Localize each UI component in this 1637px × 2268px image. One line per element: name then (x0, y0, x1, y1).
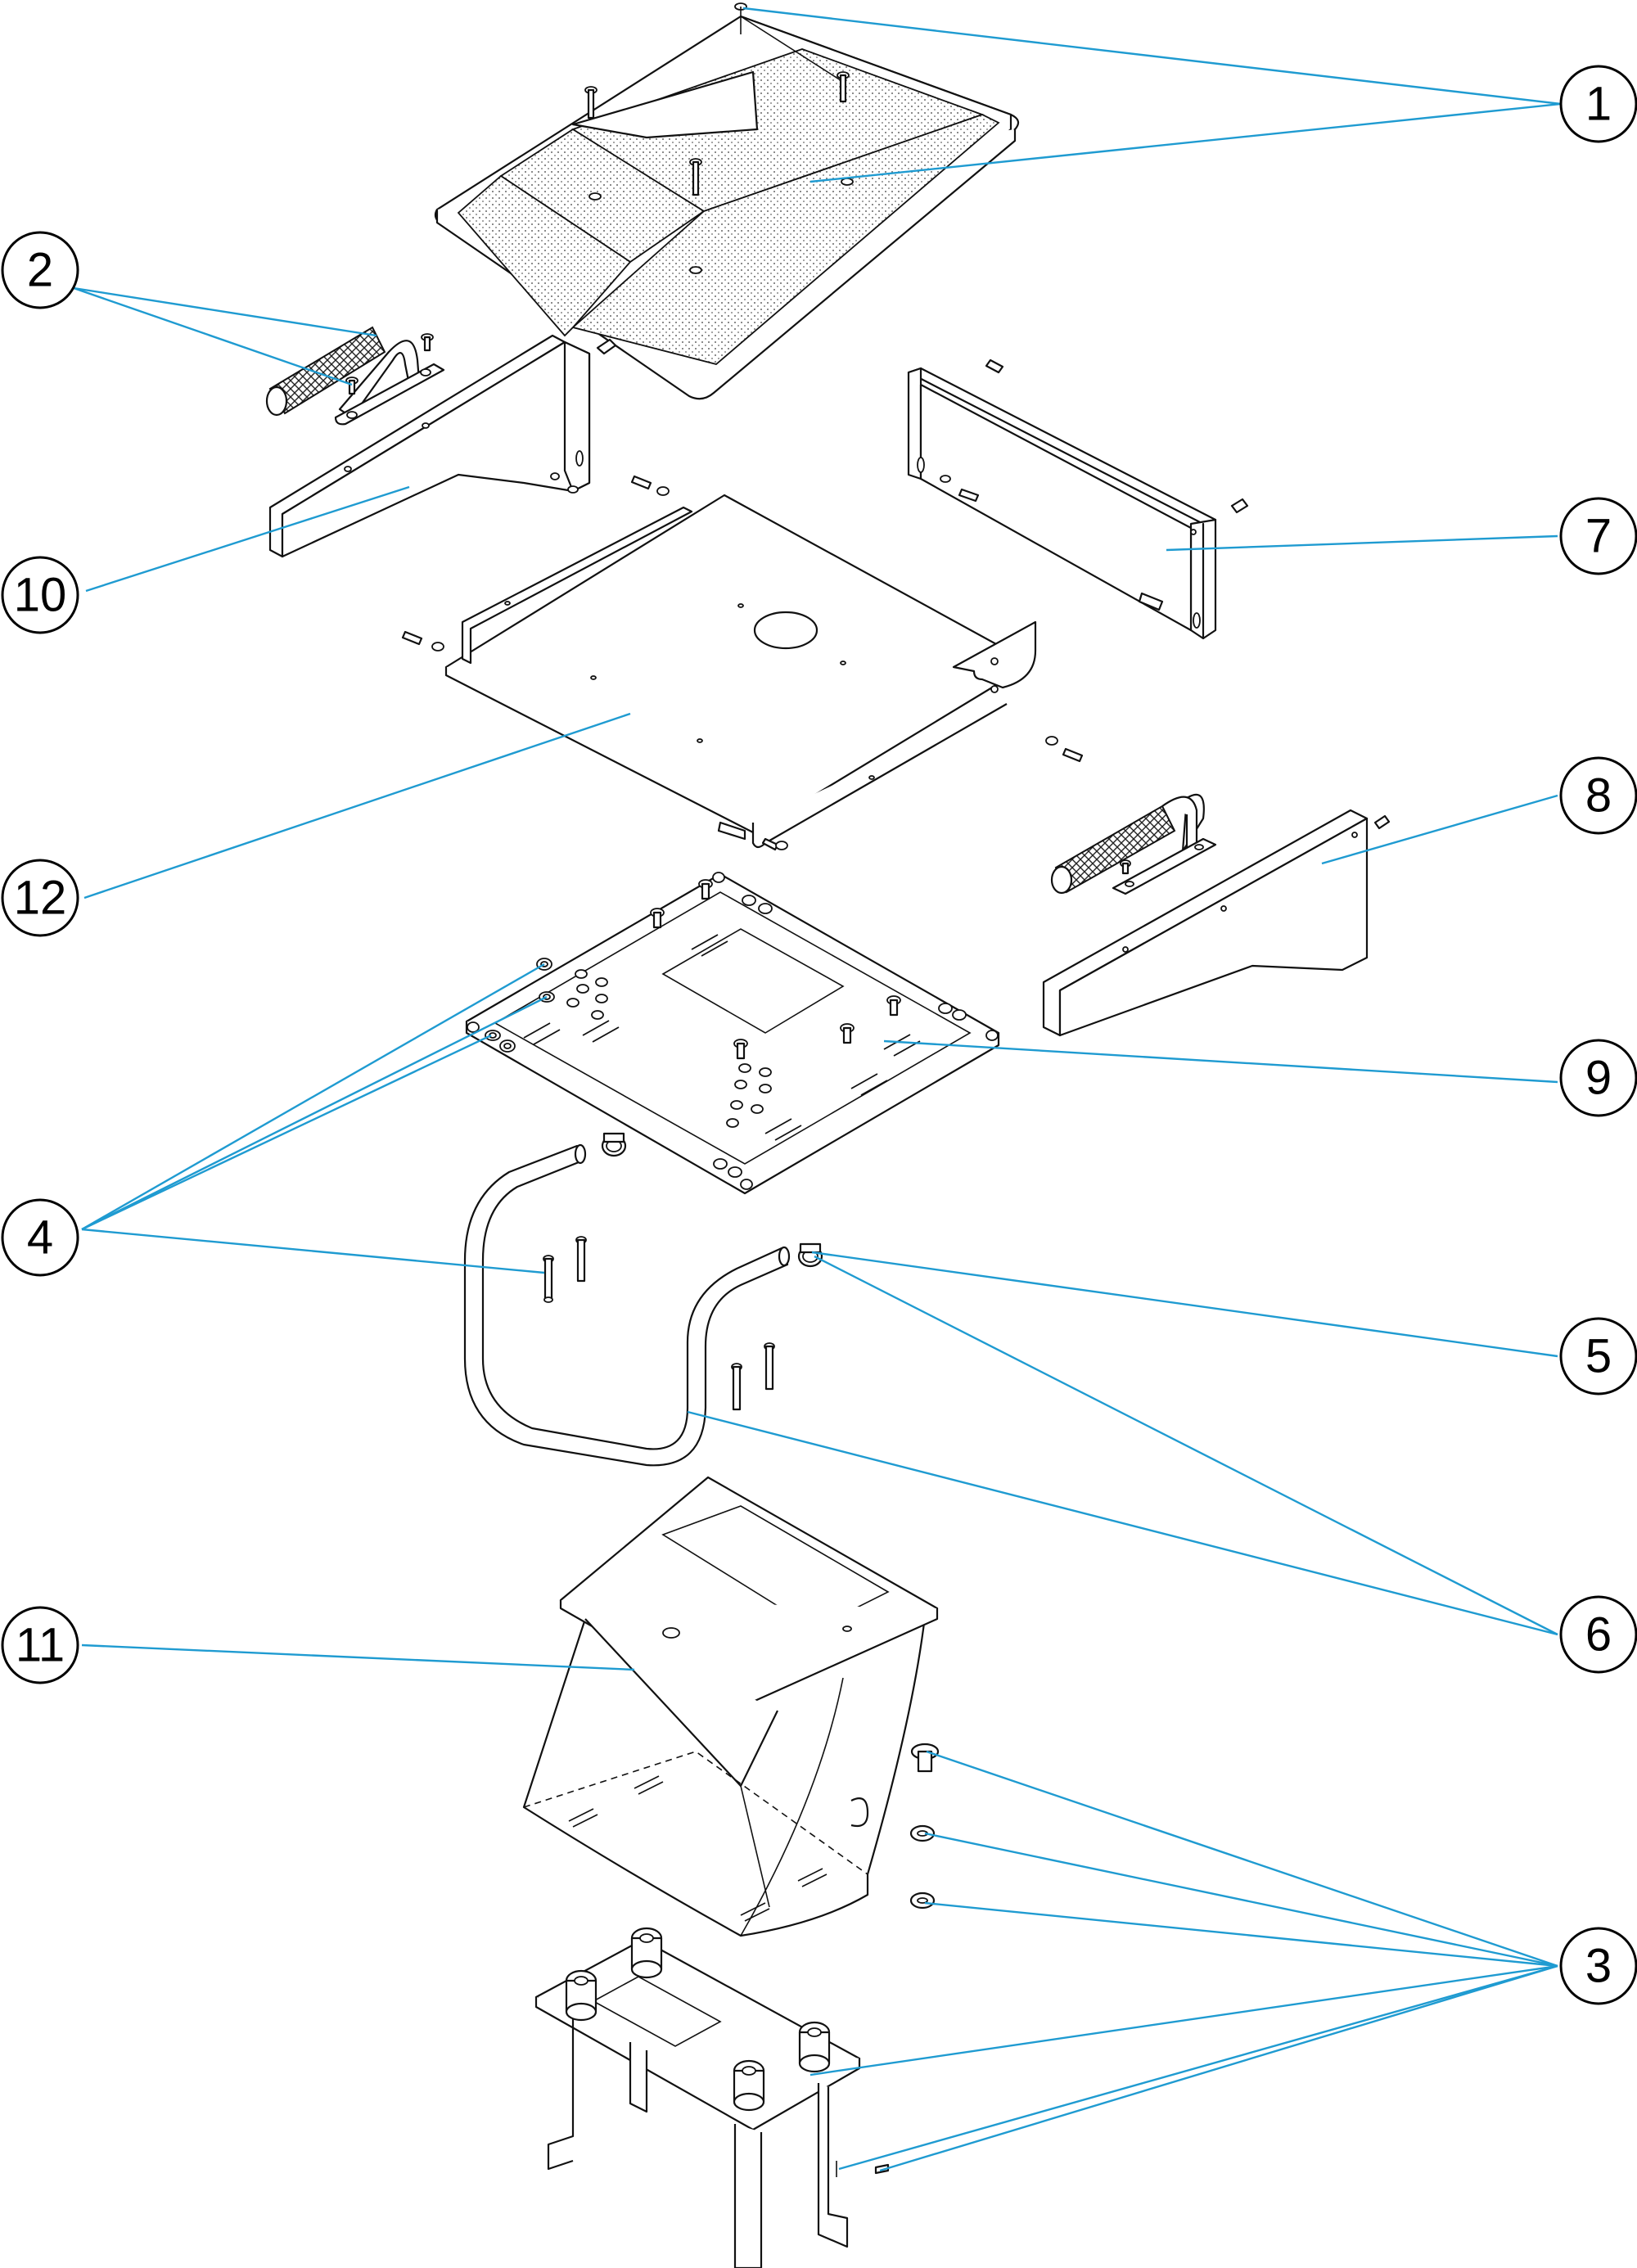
part-4-bolts (543, 1236, 775, 1411)
spacer-icon (565, 1969, 598, 2022)
bolt-icon (630, 475, 670, 496)
nut-icon (938, 1003, 967, 1021)
bolt-icon (650, 908, 665, 929)
callout-6-label: 6 (1585, 1608, 1612, 1662)
callout-8-label: 8 (1585, 769, 1612, 823)
bolt-icon (910, 1743, 940, 1773)
nut-icon (499, 1039, 516, 1053)
part-9-mounting-frame (465, 872, 1000, 1195)
callout-4-label: 4 (27, 1211, 53, 1265)
callout-1: 1 (1559, 65, 1637, 143)
bolt-icon (731, 1363, 742, 1411)
screw-icon (837, 71, 850, 103)
part-8-step-arm (1042, 793, 1391, 1037)
callout-12-label: 12 (14, 872, 67, 925)
callout-11-label: 11 (16, 1619, 65, 1672)
screw-icon (1120, 859, 1131, 875)
callout-6: 6 (1559, 1595, 1637, 1674)
part-3-stand (534, 1743, 940, 2268)
leader-lines (73, 7, 1562, 2172)
screw-icon (584, 86, 598, 119)
bolt-icon (940, 475, 980, 503)
callout-5-label: 5 (1585, 1330, 1612, 1383)
part-7-right-bracket (907, 358, 1249, 640)
bolt-icon (1045, 736, 1084, 763)
callout-2: 2 (1, 231, 79, 309)
screw-icon (689, 158, 702, 196)
callout-7-label: 7 (1585, 510, 1612, 563)
callout-2-label: 2 (27, 244, 53, 297)
part-2-handle (265, 326, 445, 426)
spacer-icon (798, 2021, 831, 2073)
bolt-icon (575, 1236, 587, 1283)
callout-10: 10 (1, 556, 79, 634)
bolt-icon (886, 995, 901, 1017)
part-6-u-tube (463, 1143, 791, 1467)
callout-1-label: 1 (1585, 78, 1612, 131)
callout-3-label: 3 (1585, 1940, 1612, 1993)
callout-12: 12 (1, 859, 79, 937)
callout-5: 5 (1559, 1317, 1637, 1396)
spacer-icon (733, 2059, 765, 2112)
callout-9-label: 9 (1585, 1052, 1612, 1105)
washer-icon (485, 1030, 501, 1041)
callout-3: 3 (1559, 1927, 1637, 2005)
callout-10-label: 10 (14, 569, 67, 622)
part-5-tube-cap (797, 1242, 823, 1268)
callout-11: 11 (1, 1606, 79, 1684)
washer-icon (909, 1824, 936, 1842)
washer-icon (566, 969, 608, 1020)
screw-icon (1373, 814, 1391, 830)
callout-8: 8 (1559, 756, 1637, 835)
screw-icon (1230, 498, 1249, 514)
screw-icon (985, 358, 1004, 374)
callout-7: 7 (1559, 497, 1637, 575)
nut-icon (713, 1158, 742, 1178)
bolt-icon (733, 1039, 748, 1060)
washer-icon (726, 1063, 772, 1128)
bolt-icon (1138, 592, 1164, 611)
bolt-icon (401, 630, 444, 652)
bolt-icon (764, 1342, 775, 1391)
washer-icon (909, 1892, 936, 1910)
callout-4: 4 (1, 1198, 79, 1277)
spacer-icon (630, 1927, 663, 1979)
part-5-tube-cap (601, 1132, 627, 1157)
screw-icon (596, 338, 617, 355)
part-11-base-housing (522, 1476, 939, 1937)
part-1-tread-plate (434, 2, 1020, 400)
bolt-icon (761, 837, 788, 851)
nut-icon (742, 895, 773, 914)
part-12-tray-plate (401, 475, 1084, 851)
bolt-icon (543, 1255, 554, 1303)
bolt-icon (698, 879, 713, 900)
bolt-icon (840, 1023, 855, 1044)
callout-9: 9 (1559, 1039, 1637, 1117)
screw-icon (421, 333, 434, 352)
